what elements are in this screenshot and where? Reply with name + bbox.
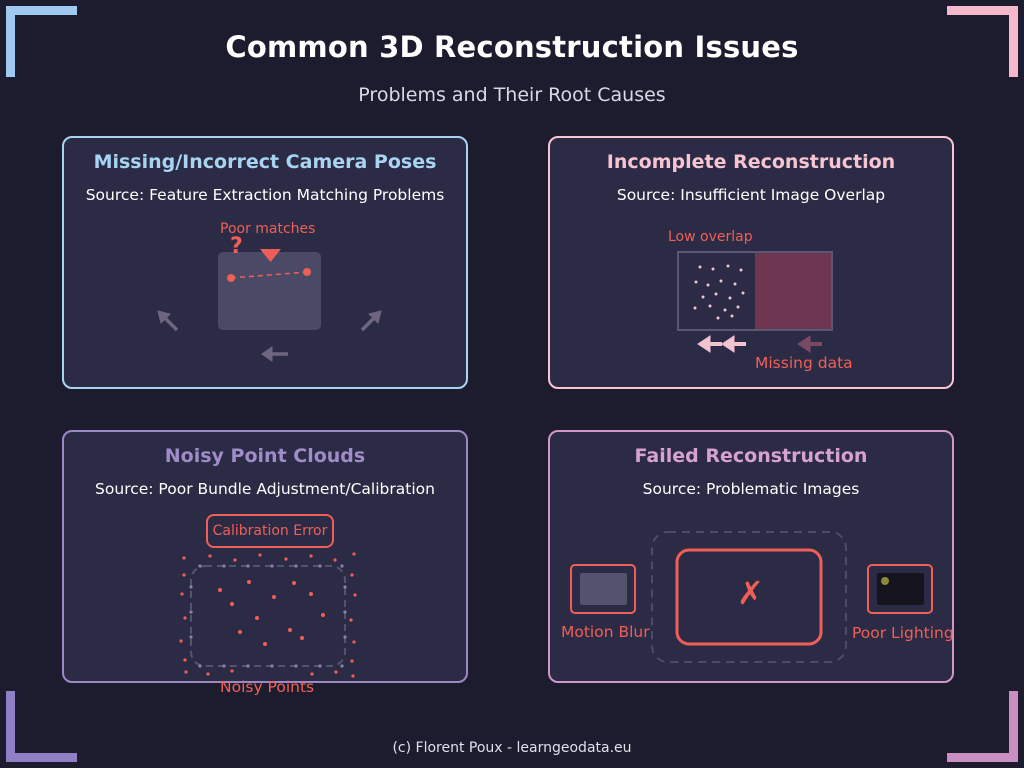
image-frame	[218, 252, 321, 330]
missing-data-label: Missing data	[755, 354, 853, 372]
low-overlap-label: Low overlap	[668, 229, 753, 245]
noisy-points	[179, 552, 357, 678]
motion-blur-label: Motion Blur	[561, 623, 650, 641]
light-source-icon	[881, 577, 889, 585]
cross-mark-icon: ✗	[737, 574, 764, 612]
noisy-points-label: Noisy Points	[220, 678, 315, 696]
card-incomplete-reconstruction: Incomplete Reconstruction Source: Insuff…	[548, 136, 954, 389]
corner-bracket-bottom-right	[947, 691, 1018, 762]
page-title: Common 3D Reconstruction Issues	[225, 30, 799, 64]
card-source: Source: Poor Bundle Adjustment/Calibrati…	[95, 480, 435, 498]
failed-image-frame	[675, 548, 823, 646]
card-camera-poses: Missing/Incorrect Camera Poses Source: F…	[62, 136, 468, 389]
missing-data-region	[755, 253, 831, 329]
poor-lighting-label: Poor Lighting	[852, 624, 954, 642]
poor-matches-label: Poor matches	[220, 221, 316, 237]
card-source: Source: Problematic Images	[642, 480, 860, 498]
feature-point	[227, 274, 235, 282]
footer-credit: (c) Florent Poux - learngeodata.eu	[392, 740, 632, 756]
feature-point	[303, 268, 311, 276]
camera-poses-diagram	[157, 249, 382, 362]
match-line	[230, 271, 308, 279]
warning-triangle-icon	[260, 249, 281, 262]
camera-arrow-icon	[261, 346, 288, 362]
question-mark-icon: ?	[230, 234, 243, 259]
corner-bracket-top-right	[947, 6, 1018, 77]
camera-arrow-icon	[157, 310, 179, 332]
dashed-frame	[190, 565, 346, 667]
point-cluster	[693, 264, 745, 320]
card-title: Missing/Incorrect Camera Poses	[93, 151, 437, 173]
direction-arrow-icon	[697, 335, 746, 353]
corner-bracket-bottom-left	[6, 691, 77, 762]
page-subtitle: Problems and Their Root Causes	[358, 84, 666, 106]
calibration-error-box: Calibration Error	[206, 514, 334, 548]
image-frame	[677, 251, 833, 331]
frame-points	[189, 564, 347, 668]
direction-arrow-icon	[797, 335, 822, 353]
blurred-content	[580, 573, 627, 605]
overlap-diagram	[677, 251, 833, 353]
camera-arrow-icon	[360, 310, 382, 332]
card-title: Failed Reconstruction	[634, 445, 868, 467]
card-source: Source: Insufficient Image Overlap	[616, 186, 886, 204]
card-title: Noisy Point Clouds	[164, 445, 366, 467]
card-failed-reconstruction: Failed Reconstruction Source: Problemati…	[548, 430, 954, 683]
corner-bracket-top-left	[6, 6, 77, 77]
noisy-points-diagram	[179, 552, 357, 678]
card-noisy-point-clouds: Noisy Point Clouds Source: Poor Bundle A…	[62, 430, 468, 696]
failed-images-diagram	[570, 531, 933, 663]
card-title: Incomplete Reconstruction	[606, 151, 896, 173]
card-source: Source: Feature Extraction Matching Prob…	[85, 186, 445, 204]
